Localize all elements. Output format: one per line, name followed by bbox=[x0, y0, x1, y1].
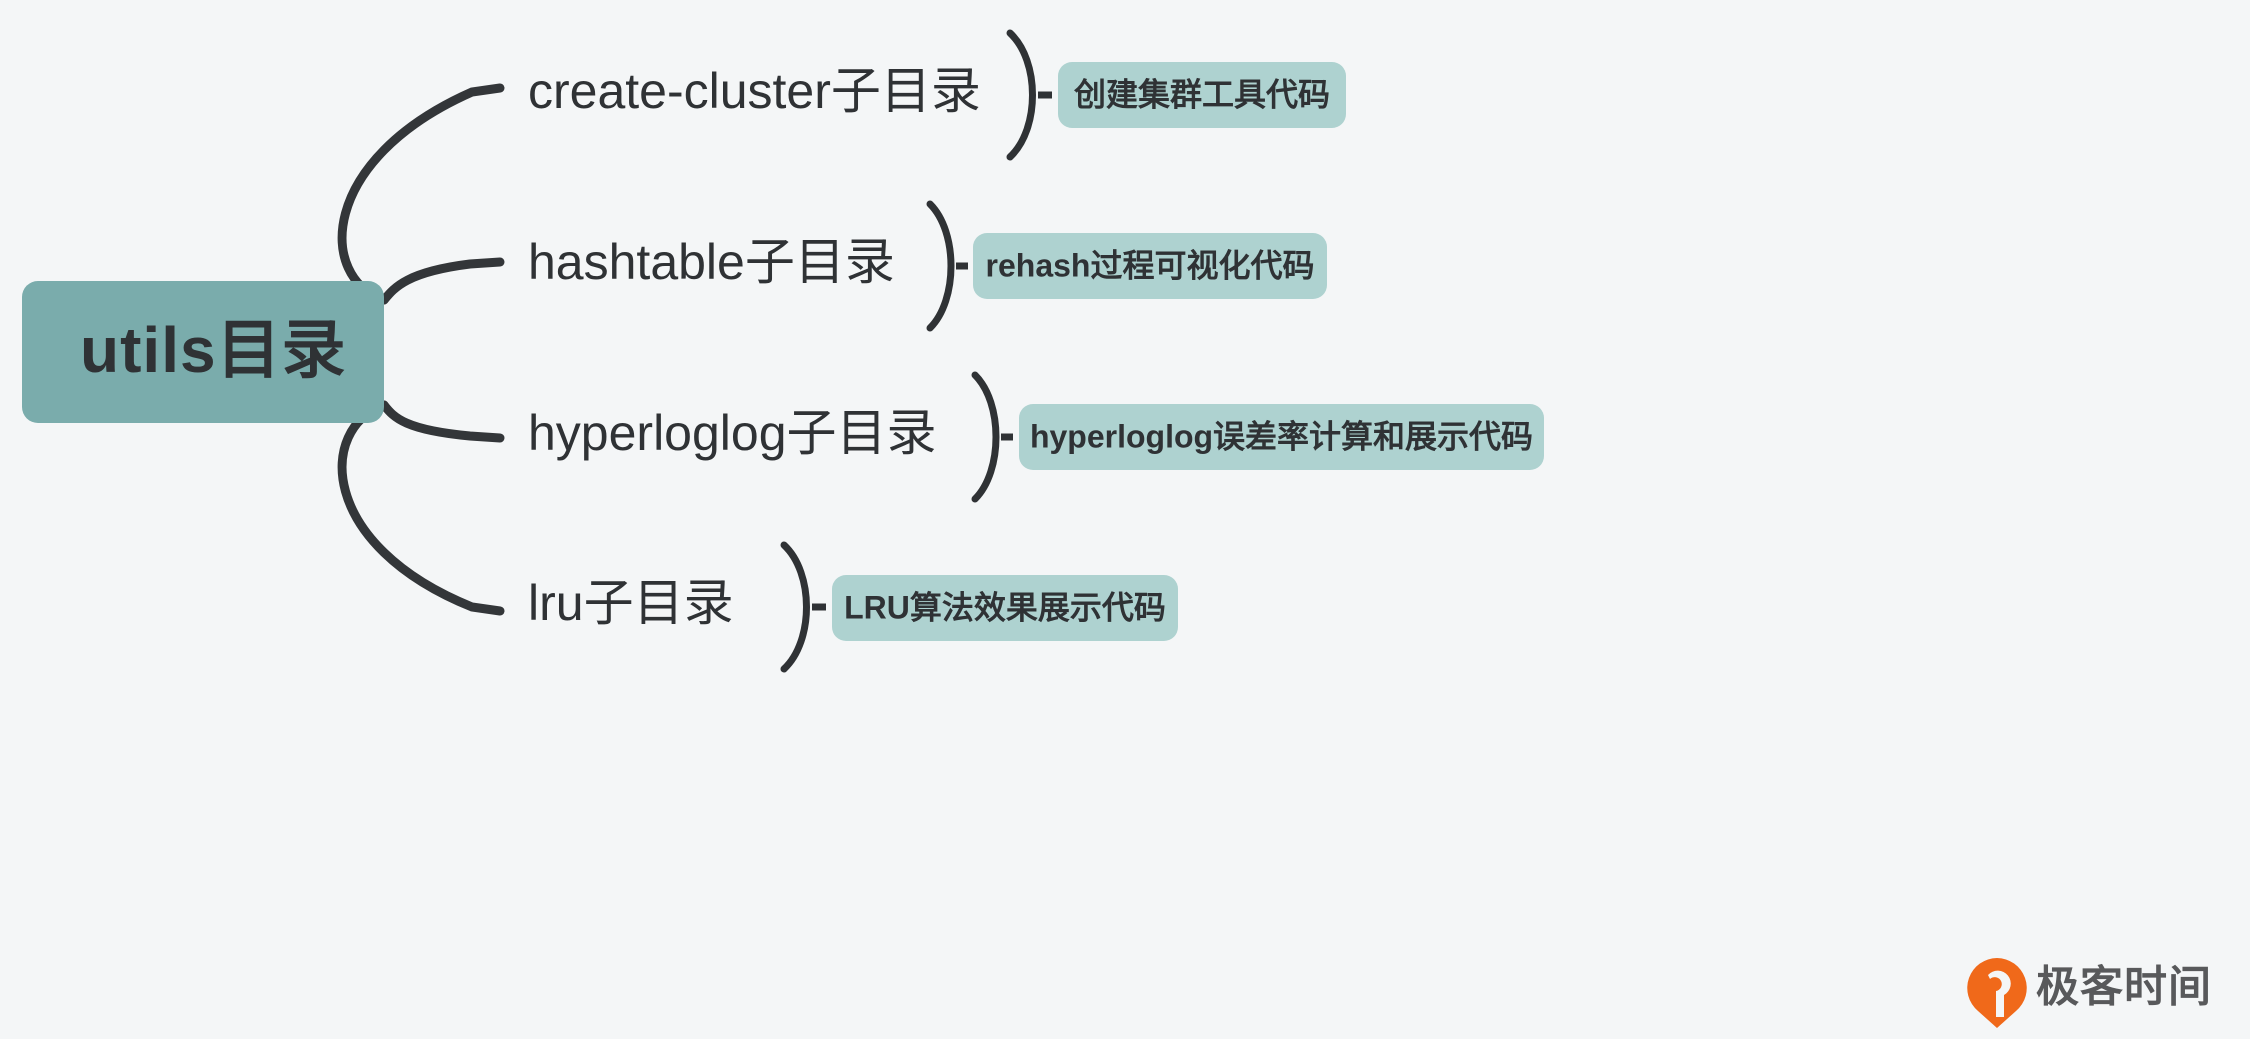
branch-create-cluster[interactable]: create-cluster子目录 创建集群工具代码 bbox=[528, 29, 1346, 161]
branch-hyperloglog[interactable]: hyperloglog子目录 hyperloglog误差率计算和展示代码 bbox=[528, 371, 1544, 503]
root-node[interactable]: utils目录 bbox=[22, 281, 384, 423]
root-node-box[interactable] bbox=[22, 281, 384, 423]
geektime-watermark: 极客时间 bbox=[1967, 958, 2212, 1028]
brace-arc-create-cluster bbox=[1006, 29, 1036, 161]
brace-arc-hyperloglog bbox=[971, 371, 1000, 503]
brace-arc-hashtable bbox=[926, 200, 955, 332]
badge-box-hyperloglog[interactable] bbox=[1019, 404, 1544, 470]
badge-box-lru[interactable] bbox=[832, 575, 1178, 641]
brace-arc-lru bbox=[780, 541, 810, 673]
branch-curve-hashtable bbox=[379, 257, 505, 305]
branch-lru[interactable]: lru子目录 LRU算法效果展示代码 bbox=[528, 541, 1178, 673]
badge-label-create-cluster: 创建集群工具代码 bbox=[1073, 76, 1330, 112]
badge-label-lru: LRU算法效果展示代码 bbox=[844, 589, 1166, 625]
badge-label-hyperloglog: hyperloglog误差率计算和展示代码 bbox=[1030, 418, 1533, 454]
branch-label-create-cluster: create-cluster子目录 bbox=[528, 63, 981, 119]
geektime-pin-glyph bbox=[1988, 970, 2011, 1017]
badge-label-hashtable: rehash过程可视化代码 bbox=[986, 247, 1315, 283]
branch-label-hashtable: hashtable子目录 bbox=[528, 234, 895, 290]
branch-label-hyperloglog: hyperloglog子目录 bbox=[528, 405, 937, 461]
root-node-label: utils目录 bbox=[80, 314, 347, 386]
branch-nodes: create-cluster子目录 创建集群工具代码 hashtable子目录 reh… bbox=[528, 29, 1544, 673]
badge-box-hashtable[interactable] bbox=[973, 233, 1327, 299]
geektime-pin-icon bbox=[1967, 958, 2027, 1028]
branch-hashtable[interactable]: hashtable子目录 rehash过程可视化代码 bbox=[528, 200, 1327, 332]
branch-label-lru: lru子目录 bbox=[528, 575, 734, 631]
branch-curve-hyperloglog bbox=[379, 400, 505, 443]
geektime-brand-label: 极客时间 bbox=[2036, 963, 2212, 1011]
badge-box-create-cluster[interactable] bbox=[1058, 62, 1346, 128]
